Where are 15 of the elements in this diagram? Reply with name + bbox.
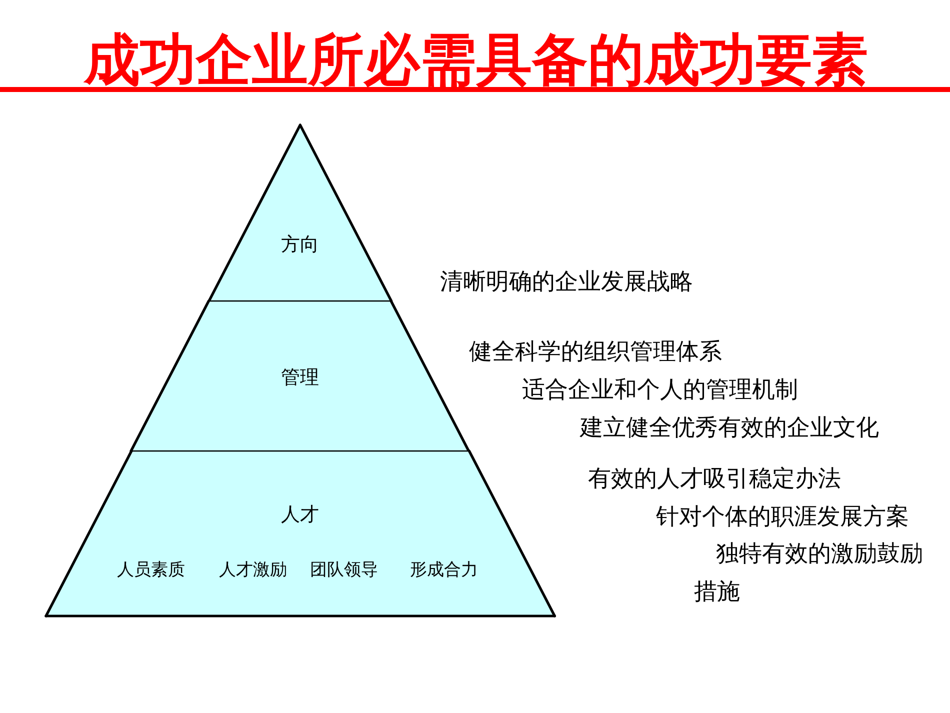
tier-label: 人才 xyxy=(280,504,319,526)
tier-item-label: 人员素质 xyxy=(116,560,185,580)
description-text: 适合企业和个人的管理机制 xyxy=(522,376,798,404)
description-text: 有效的人才吸引稳定办法 xyxy=(588,465,841,493)
description-text: 建立健全优秀有效的企业文化 xyxy=(580,414,879,442)
tier-item-label: 人才激励 xyxy=(218,560,287,580)
tier-label: 方向 xyxy=(280,234,319,256)
description-text: 针对个体的职涯发展方案 xyxy=(656,503,909,531)
tier-item-label: 形成合力 xyxy=(410,560,478,580)
description-text: 清晰明确的企业发展战略 xyxy=(440,268,693,296)
pyramid-tier xyxy=(42,448,558,619)
tier-item-label: 团队领导 xyxy=(310,560,378,580)
description-text: 独特有效的激励鼓励措施 xyxy=(694,540,924,607)
description-text: 健全科学的组织管理体系 xyxy=(469,338,722,366)
tier-label: 管理 xyxy=(280,366,319,390)
